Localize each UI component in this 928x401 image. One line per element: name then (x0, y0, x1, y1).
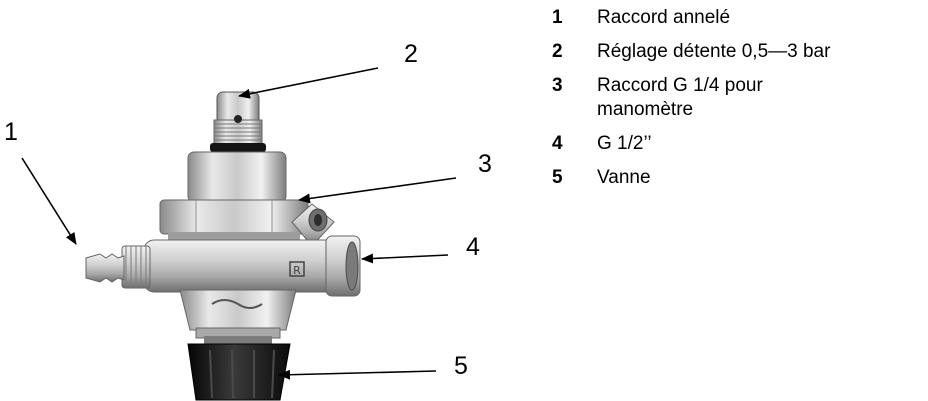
legend-item: 5 Vanne (552, 166, 922, 190)
arrow-3 (298, 177, 457, 204)
lower-body (179, 289, 297, 344)
barbed-connector (85, 245, 151, 289)
callout-3: 3 (478, 150, 492, 178)
legend-item: 2 Réglage détente 0,5—3 bar (552, 40, 922, 64)
legend-number: 5 (552, 167, 563, 188)
legend-number: 4 (552, 133, 563, 154)
legend-label: Réglage détente 0,5—3 bar (597, 41, 831, 62)
legend-label: Vanne (597, 167, 651, 188)
arrow-4 (361, 253, 449, 264)
callout-5: 5 (454, 352, 468, 380)
legend-label: Raccord annelé (597, 7, 731, 28)
svg-text:R: R (293, 264, 301, 277)
callout-4: 4 (466, 233, 480, 261)
legend-item: 3 Raccord G 1/4 pour manomètre (552, 74, 922, 122)
legend-number: 1 (552, 7, 563, 28)
arrow-1 (21, 157, 77, 245)
valve-photo: R (85, 91, 361, 401)
callout-numbers: 1 2 3 4 5 (4, 40, 492, 380)
legend-label: G 1/2’’ (597, 133, 652, 154)
callout-arrows (21, 67, 457, 380)
legend-item: 1 Raccord annelé (552, 6, 922, 30)
arrow-5 (278, 369, 437, 380)
legend-number: 2 (552, 41, 563, 62)
parts-legend: 1 Raccord annelé 2 Réglage détente 0,5—3… (552, 6, 922, 200)
gauge-port (291, 203, 335, 247)
pressure-adjuster-cap (210, 91, 266, 152)
valve-knob (187, 343, 291, 401)
valve-bonnet (159, 151, 309, 244)
valve-diagram: R (4, 40, 492, 401)
arrow-2 (238, 67, 379, 99)
legend-item: 4 G 1/2’’ (552, 132, 922, 156)
callout-2: 2 (404, 40, 418, 68)
legend-label: Raccord G 1/4 pour manomètre (597, 75, 763, 120)
legend-number: 3 (552, 75, 563, 96)
callout-1: 1 (4, 118, 18, 146)
valve-body: R (143, 235, 361, 297)
